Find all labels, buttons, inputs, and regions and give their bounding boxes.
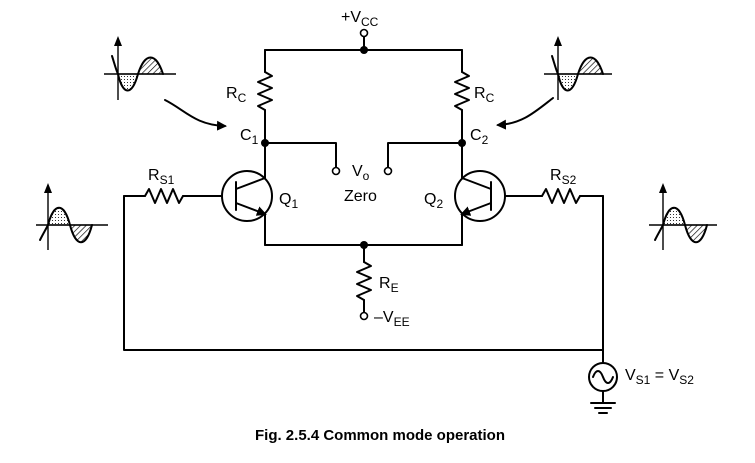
zero-label: Zero [344,188,377,205]
arrow-to-c1 [164,99,227,131]
rs1-label: RS1 [148,167,175,187]
q2-label: Q2 [424,191,443,211]
rc-right-label: RC [474,85,495,105]
rc-right-resistor [454,49,470,144]
source-label: VS1 = VS2 [625,367,694,387]
figure-caption: Fig. 2.5.4 Common mode operation [255,427,505,444]
collector-waveform-left [104,36,176,100]
rs2-resistor [504,188,604,204]
arrow-to-c2 [496,97,554,130]
transistor-q1 [221,142,273,246]
transistor-q2 [454,142,506,246]
input-waveform-left [36,183,108,250]
c2-label: C2 [470,127,489,147]
emitter-rail [264,241,463,321]
ground-icon [590,402,616,414]
q1-label: Q1 [279,191,298,211]
vo-label: Vo [352,163,370,183]
collector-waveform-right [544,36,612,100]
vee-label: –VEE [374,309,410,329]
ac-source [588,362,618,403]
c1-label: C1 [240,127,259,147]
rs2-label: RS2 [550,167,577,187]
rc-left-label: RC [226,85,247,105]
rs1-resistor [123,188,223,204]
output-wiring [261,139,466,176]
re-label: RE [379,275,399,295]
input-loop-wiring [123,195,604,364]
input-waveform-right [649,183,717,250]
vcc-label: +VCC [341,9,379,29]
rc-left-resistor [257,49,273,144]
vcc-rail [264,28,463,54]
